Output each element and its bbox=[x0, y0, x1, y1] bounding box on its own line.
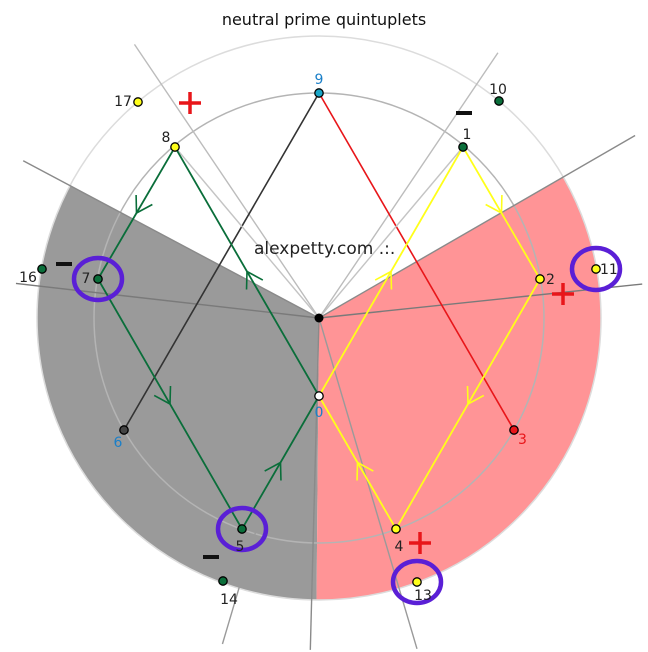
node-16 bbox=[37, 264, 47, 274]
node-labels: 0 1 2 3 4 5 6 7 8 9 10 11 13 14 16 17 bbox=[19, 72, 618, 608]
node-7 bbox=[93, 274, 103, 284]
chord-9-3 bbox=[318, 92, 515, 431]
yellow-path-arrow bbox=[356, 461, 374, 481]
node-17 bbox=[133, 97, 143, 107]
green-path-arrow bbox=[245, 270, 264, 290]
node-label-7: 7 bbox=[82, 271, 91, 287]
node-1 bbox=[458, 142, 468, 152]
yellow-path-arrow bbox=[466, 385, 485, 406]
circle-marker-11 bbox=[569, 245, 623, 293]
arrow-heads bbox=[135, 194, 503, 481]
green-path-arrow bbox=[135, 194, 153, 215]
chords bbox=[123, 92, 515, 431]
node-label-5: 5 bbox=[236, 539, 245, 555]
yellow-path-arrow bbox=[374, 270, 393, 290]
chord-9-6 bbox=[123, 92, 320, 431]
node-5 bbox=[237, 524, 247, 534]
spoke-sector-edge-right bbox=[318, 134, 636, 319]
spoke-bottom bbox=[309, 317, 320, 650]
node-0 bbox=[314, 391, 324, 401]
node-label-17: 17 bbox=[114, 94, 132, 110]
node-label-11: 11 bbox=[600, 262, 618, 278]
green-path-arrow bbox=[264, 461, 282, 481]
outer-ring bbox=[36, 35, 602, 601]
node-label-16: 16 bbox=[19, 270, 37, 286]
node-label-0: 0 bbox=[315, 405, 324, 421]
nodes bbox=[37, 88, 601, 587]
node-4 bbox=[391, 524, 401, 534]
center-dot bbox=[314, 313, 324, 323]
node-10 bbox=[494, 96, 504, 106]
circle-markers bbox=[71, 245, 623, 606]
yellow-path-arrow bbox=[485, 194, 503, 215]
node-2 bbox=[535, 274, 545, 284]
circle-marker-13 bbox=[390, 558, 444, 606]
circle-marker-7 bbox=[71, 255, 125, 303]
node-label-6: 6 bbox=[114, 435, 123, 451]
pink-sector bbox=[316, 177, 601, 600]
spoke-10 bbox=[318, 52, 499, 319]
green-path-arrow bbox=[153, 385, 172, 406]
node-9 bbox=[314, 88, 324, 98]
chord-center-8 bbox=[174, 146, 320, 319]
spoke-sector-edge-left bbox=[22, 160, 320, 319]
plus-sign bbox=[409, 532, 431, 554]
sectors bbox=[37, 177, 601, 600]
plus-sign bbox=[552, 283, 574, 305]
node-6 bbox=[119, 425, 129, 435]
spoke-13 bbox=[318, 317, 418, 649]
diagram-title: neutral prime quintuplets bbox=[222, 10, 426, 29]
node-8 bbox=[170, 142, 180, 152]
circle-marker-5 bbox=[215, 505, 269, 553]
spoke-17 bbox=[133, 44, 320, 319]
node-label-4: 4 bbox=[395, 539, 404, 555]
spoke-16 bbox=[15, 282, 320, 319]
node-label-10: 10 bbox=[489, 82, 507, 98]
gray-sector bbox=[37, 185, 320, 600]
node-label-9: 9 bbox=[315, 72, 324, 88]
node-label-3: 3 bbox=[518, 432, 527, 448]
chord-center-1 bbox=[318, 146, 464, 319]
node-label-13: 13 bbox=[414, 588, 432, 604]
sign-marks bbox=[56, 92, 574, 559]
node-label-8: 8 bbox=[162, 130, 171, 146]
watermark-text: alexpetty.com .:. bbox=[254, 239, 395, 259]
node-label-1: 1 bbox=[463, 127, 472, 143]
node-13 bbox=[412, 577, 422, 587]
node-11 bbox=[591, 264, 601, 274]
node-label-14: 14 bbox=[220, 592, 238, 608]
node-14 bbox=[218, 576, 228, 586]
node-3 bbox=[509, 425, 519, 435]
plus-sign bbox=[179, 92, 201, 114]
spokes bbox=[15, 44, 643, 650]
node-label-2: 2 bbox=[546, 272, 555, 288]
